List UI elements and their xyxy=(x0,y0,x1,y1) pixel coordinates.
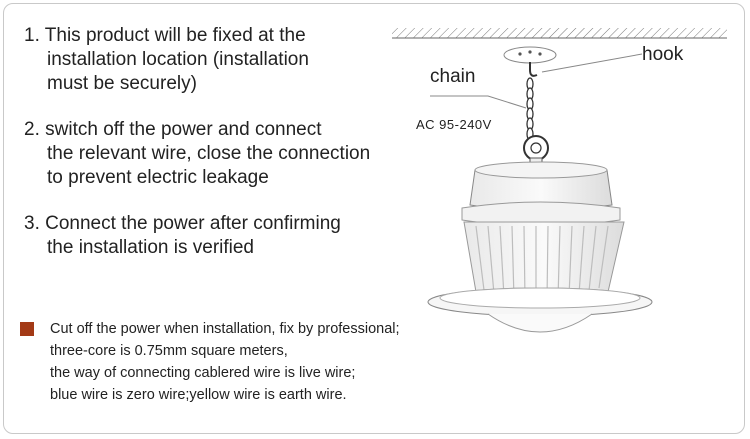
step-2: 2. switch off the power and connect the … xyxy=(24,118,414,190)
step-3-line-1: 3. Connect the power after confirming xyxy=(24,213,341,234)
hook-icon xyxy=(529,62,538,77)
step-1-line-1: 1. This product will be fixed at the xyxy=(24,25,306,46)
safety-notes: Cut off the power when installation, fix… xyxy=(20,318,460,406)
step-1-line-2: installation location (installation xyxy=(47,49,309,70)
step-1-line-3: must be securely) xyxy=(47,73,197,94)
step-3-line-2: the installation is verified xyxy=(47,237,254,258)
lamp-installation-diagram: hook chain AC 95-240V xyxy=(380,20,740,430)
ceiling xyxy=(392,28,727,39)
step-3: 3. Connect the power after confirming th… xyxy=(24,212,414,260)
note-line-1: Cut off the power when installation, fix… xyxy=(50,321,400,337)
chain-leader-line xyxy=(430,95,527,109)
chain-label: chain xyxy=(430,66,476,87)
content-frame xyxy=(3,3,745,434)
note-bullet-square xyxy=(20,322,34,336)
lamp-top-housing xyxy=(461,161,621,227)
installation-steps: 1. This product will be fixed at the ins… xyxy=(24,24,414,282)
note-line-3: the way of connecting cablered wire is l… xyxy=(50,365,356,381)
lamp-lens xyxy=(487,313,593,333)
step-1: 1. This product will be fixed at the ins… xyxy=(24,24,414,96)
lamp-bottom-ring xyxy=(427,287,653,317)
hook-label: hook xyxy=(642,44,684,65)
high-bay-lamp-illustration xyxy=(392,28,727,333)
step-2-line-2: the relevant wire, close the connection xyxy=(47,143,371,164)
step-2-line-1: 2. switch off the power and connect xyxy=(24,119,322,140)
step-2-line-3: to prevent electric leakage xyxy=(47,167,269,188)
note-line-4: blue wire is zero wire;yellow wire is ea… xyxy=(50,387,347,403)
chain-icon xyxy=(526,77,534,141)
hook-leader-line xyxy=(541,53,643,73)
voltage-label: AC 95-240V xyxy=(416,117,492,132)
note-line-2: three-core is 0.75mm square meters, xyxy=(50,343,288,359)
ceiling-mount-plate xyxy=(503,46,557,64)
